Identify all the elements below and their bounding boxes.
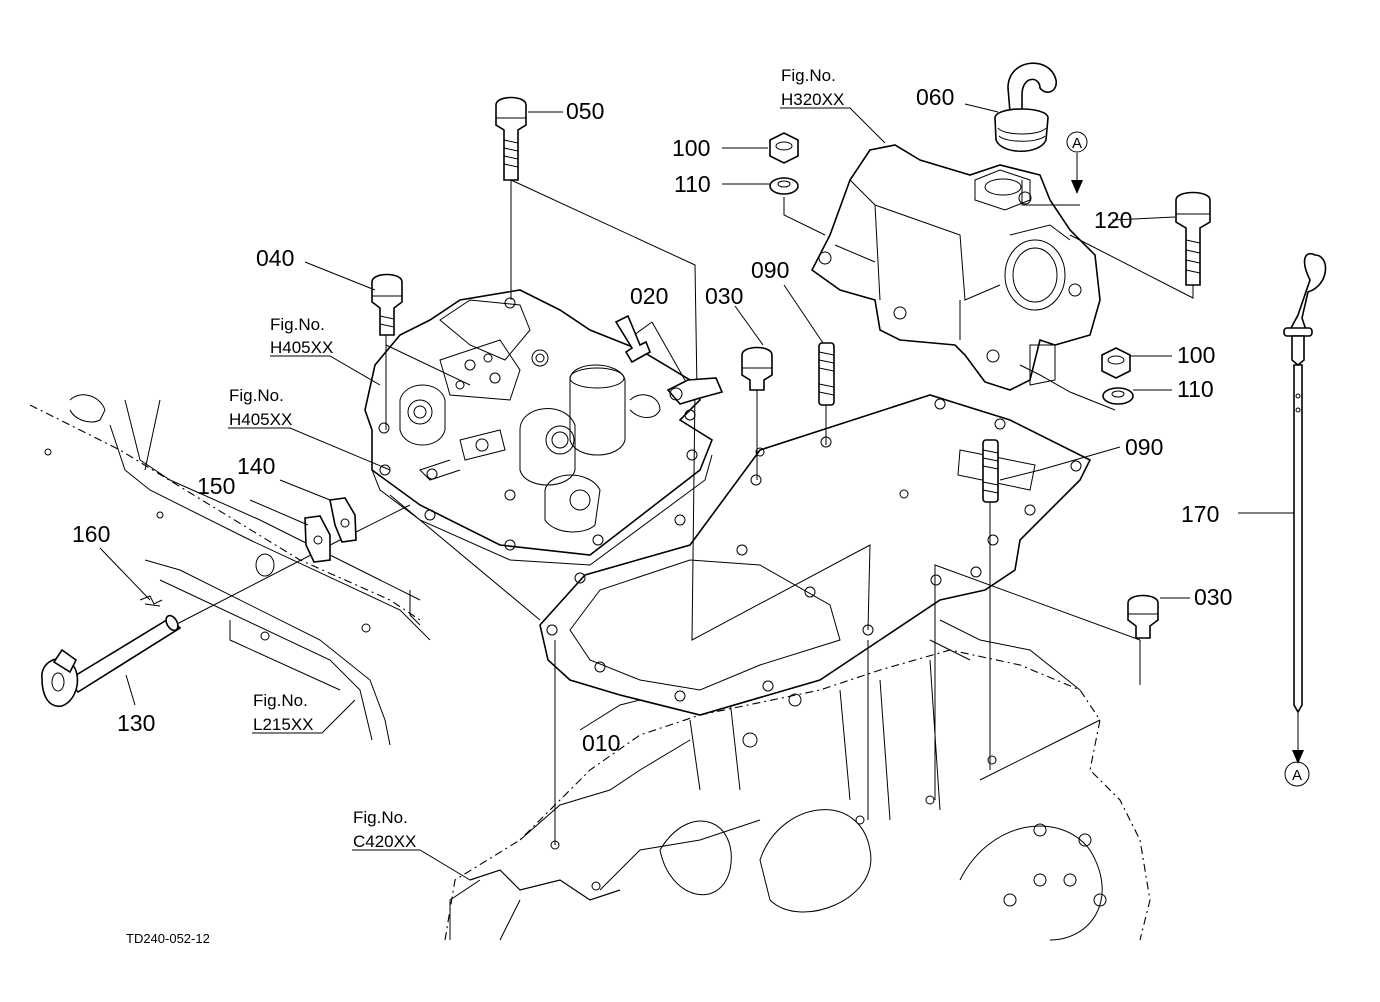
label-150: 150 — [197, 473, 235, 499]
marker-a-top — [1066, 131, 1088, 153]
leader-lines — [174, 179, 1194, 845]
label-040: 040 — [256, 245, 294, 271]
label-030-lower: 030 — [1194, 584, 1232, 610]
label-060: 060 — [916, 84, 954, 110]
marker-a-top-text: A — [1072, 135, 1082, 152]
fig-ref-c420: C420XX — [353, 832, 416, 851]
bolt-040 — [371, 273, 403, 336]
bolt-120 — [1175, 191, 1211, 286]
bolt-050 — [495, 96, 527, 181]
label-020: 020 — [630, 283, 668, 309]
label-090-left: 090 — [751, 257, 789, 283]
cover-gasket-010 — [539, 394, 1092, 716]
nut-100-right — [1101, 347, 1131, 379]
label-160: 160 — [72, 521, 110, 547]
label-170: 170 — [1181, 501, 1219, 527]
fig-label-h320: Fig.No. — [781, 66, 836, 85]
label-110-upper: 110 — [674, 171, 711, 197]
washer-110-right — [1102, 387, 1134, 405]
label-leaders — [99, 103, 1294, 881]
dipstick-170 — [1283, 253, 1327, 764]
fig-ref-h405-a: H405XX — [270, 338, 333, 357]
stud-090-right — [982, 439, 999, 503]
marker-a-bottom — [1284, 761, 1310, 787]
pin-130 — [41, 614, 182, 707]
fig-label-l215: Fig.No. — [253, 691, 308, 710]
label-050: 050 — [566, 98, 604, 124]
fig-label-h405-b: Fig.No. — [229, 386, 284, 405]
plug-030-lower — [1127, 594, 1159, 639]
nut-100-upper — [769, 132, 799, 164]
washer-110-upper — [769, 177, 799, 195]
label-010: 010 — [582, 730, 620, 756]
stud-090-left — [818, 342, 835, 406]
label-100-right: 100 — [1177, 342, 1215, 368]
label-100-upper: 100 — [672, 135, 710, 161]
clip-150 — [304, 515, 331, 563]
drawing-code: TD240-052-12 — [126, 931, 210, 946]
cylinder-cover — [810, 144, 1101, 391]
valve-block — [364, 289, 713, 566]
fig-ref-l215: L215XX — [253, 715, 314, 734]
label-090-right: 090 — [1125, 434, 1163, 460]
transmission-case — [444, 619, 1151, 941]
label-130: 130 — [117, 710, 155, 736]
label-030-upper: 030 — [705, 283, 743, 309]
frame-l215 — [29, 394, 431, 746]
fig-ref-h320: H320XX — [781, 90, 844, 109]
filler-cap-060 — [994, 62, 1057, 152]
label-110-right: 110 — [1177, 376, 1214, 402]
label-120: 120 — [1094, 207, 1132, 233]
split-pin-160 — [139, 595, 163, 607]
plug-030-upper — [741, 346, 773, 391]
fig-label-h405-a: Fig.No. — [270, 315, 325, 334]
label-140: 140 — [237, 453, 275, 479]
fig-ref-h405-b: H405XX — [229, 410, 292, 429]
fig-label-c420: Fig.No. — [353, 808, 408, 827]
clip-140 — [329, 497, 357, 543]
fitting-020 — [614, 314, 724, 405]
arrow-to-a — [1071, 153, 1083, 194]
marker-a-bottom-text: A — [1292, 767, 1302, 784]
